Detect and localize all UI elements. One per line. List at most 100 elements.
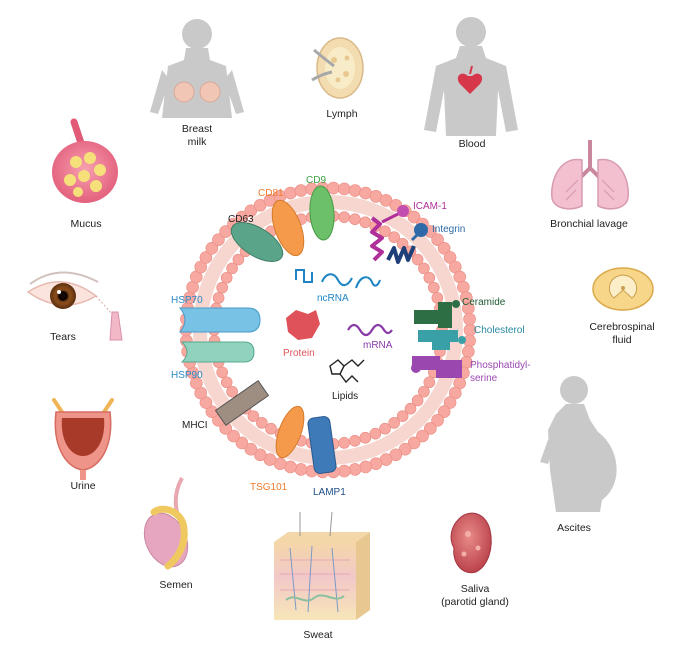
label-protein: Protein — [283, 348, 315, 359]
label-mhci: MHCI — [182, 420, 208, 431]
lipid-head — [424, 422, 437, 435]
lipid-head — [348, 184, 362, 197]
lipid-head — [235, 436, 249, 450]
lipid-head — [216, 281, 228, 294]
label-cerebrospinal-fluid-2: fluid — [612, 334, 631, 346]
source-bronchial-lavage: Bronchial lavage — [550, 140, 629, 230]
source-breast-milk: Breast milk — [150, 19, 244, 148]
lipid-head — [379, 422, 391, 435]
source-mucus: Mucus — [52, 118, 118, 230]
lipid-head — [226, 385, 238, 398]
lipid-head — [338, 437, 351, 449]
label-integrin: Integrin — [432, 224, 465, 235]
label-cd63: CD63 — [228, 214, 254, 225]
label-icam1: ICAM-1 — [413, 201, 447, 212]
parotid-gland-icon — [450, 512, 492, 574]
source-lymph: Lymph — [311, 37, 364, 120]
label-mucus: Mucus — [71, 218, 102, 230]
cd9-marker — [309, 185, 335, 241]
lipid-head — [411, 253, 424, 266]
lipid-head — [431, 292, 444, 304]
lipid-head — [338, 211, 351, 223]
hsp70-marker — [178, 307, 261, 333]
label-saliva-2: (parotid gland) — [441, 596, 509, 608]
bladder-icon — [52, 398, 114, 480]
lipid-head — [359, 460, 372, 474]
label-tsg101: TSG101 — [250, 482, 288, 493]
lipid-head — [457, 280, 470, 294]
icam1-head — [397, 205, 409, 217]
label-lamp1: LAMP1 — [313, 487, 346, 498]
source-semen: Semen — [143, 477, 193, 591]
spinal-cord-icon — [592, 267, 654, 311]
lipid-head — [431, 233, 444, 246]
label-sweat: Sweat — [303, 629, 332, 641]
cholesterol-marker — [418, 330, 466, 350]
lipid-head — [396, 410, 409, 422]
integrin-head — [414, 223, 428, 237]
label-breast-milk-2: milk — [188, 136, 207, 148]
cd63-marker — [230, 222, 284, 262]
source-saliva: Saliva (parotid gland) — [441, 512, 509, 608]
lipid-head — [216, 366, 228, 379]
skin-section-icon — [274, 511, 370, 620]
lipid-head — [418, 262, 430, 275]
lipid-head — [359, 431, 372, 444]
label-lymph: Lymph — [326, 108, 357, 120]
label-cerebrospinal-fluid-1: Cerebrospinal — [589, 321, 654, 333]
lipid-head — [212, 233, 225, 246]
lipid-head — [205, 242, 219, 255]
lipid-head — [256, 417, 268, 429]
lamp1-marker — [307, 416, 337, 474]
tsg101-marker — [275, 405, 305, 459]
lipid-head — [431, 414, 444, 427]
lipid-head — [247, 410, 260, 422]
source-ascites: Ascites — [540, 376, 617, 534]
lipid-head — [284, 186, 297, 200]
lipid-head — [220, 376, 233, 389]
lipid-head — [349, 434, 361, 447]
exosome: CD63 CD81 CD9 ICAM-1 Integrin HSP70 HSP9… — [171, 175, 531, 498]
lipid-head — [348, 463, 362, 476]
lipid-head — [253, 448, 267, 462]
lipid-head — [294, 463, 308, 476]
integrin-marker — [386, 245, 416, 264]
label-mrna: mRNA — [363, 340, 393, 351]
lipid-head — [423, 376, 436, 389]
mrna-icon — [347, 323, 393, 337]
lipid-head — [463, 312, 476, 326]
lipid-head — [232, 253, 245, 266]
lipid-head — [398, 442, 412, 456]
label-cholesterol: Cholesterol — [474, 325, 525, 336]
lipid-head — [379, 225, 391, 238]
lipid-head — [337, 182, 351, 196]
label-bronchial-lavage: Bronchial lavage — [550, 218, 628, 230]
lipid-head — [337, 464, 351, 478]
lipid-head — [227, 429, 240, 443]
lipid-head — [443, 396, 457, 409]
lymph-node-icon — [311, 37, 364, 99]
lipid-head — [428, 281, 440, 294]
lipid-head — [423, 271, 436, 284]
label-semen: Semen — [159, 579, 192, 591]
icam1-marker — [370, 216, 384, 262]
source-urine: Urine — [52, 398, 114, 492]
label-ncrna: ncRNA — [317, 293, 349, 304]
label-ascites: Ascites — [557, 522, 591, 534]
lipid-head — [226, 262, 238, 275]
label-saliva-1: Saliva — [461, 583, 490, 595]
label-hsp70: HSP70 — [171, 295, 203, 306]
mhci-marker — [214, 380, 270, 426]
lipid-head — [359, 216, 372, 229]
label-ceramide: Ceramide — [462, 297, 506, 308]
label-lipids: Lipids — [332, 391, 358, 402]
lipid-head — [462, 345, 475, 358]
lipid-head — [388, 231, 400, 243]
lipid-head — [416, 429, 429, 443]
lipid-head — [369, 427, 382, 440]
source-blood: Blood — [424, 17, 518, 150]
lipid-head — [418, 385, 430, 398]
breast-silhouette-icon — [150, 19, 244, 118]
source-tears: Tears — [26, 271, 123, 343]
